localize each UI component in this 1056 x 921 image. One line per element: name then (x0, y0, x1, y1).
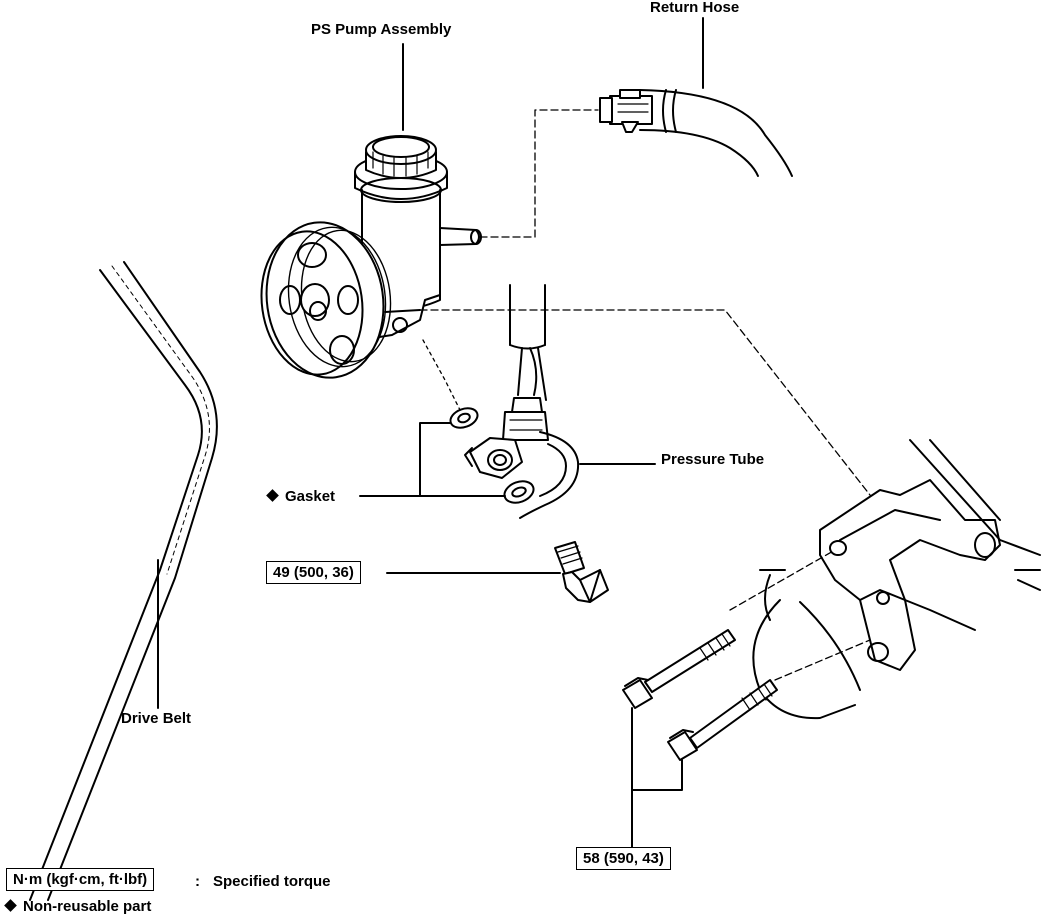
legend-torque-unit: N·m (kgf·cm, ft·lbf) (6, 868, 155, 891)
gasket-label: Gasket (266, 488, 336, 505)
mount-bolt-lower (667, 679, 778, 761)
legend-nonreusable: Non-reusable part (4, 898, 152, 915)
diamond-icon (266, 489, 279, 502)
union-bolt-torque: 49 (500, 36) (266, 561, 361, 584)
gasket-leader (359, 422, 506, 497)
ps-pump-assembly (260, 135, 482, 379)
mount-bolts-leader (631, 707, 683, 849)
ps-pump-assembly-label: PS Pump Assembly (311, 21, 452, 38)
engine-bracket (819, 439, 1041, 671)
pressure-tube-label: Pressure Tube (661, 451, 765, 468)
bolt-path-upper (729, 549, 836, 611)
gasket-lower (503, 480, 535, 504)
legend-separator: : (195, 873, 200, 890)
legend-torque-desc: Specified torque (213, 873, 331, 890)
return-hose (599, 89, 793, 177)
drive-belt (29, 261, 218, 901)
mount-bolt-upper (622, 629, 736, 709)
return-hose-label: Return Hose (650, 0, 740, 16)
legend-nonreusable-text: Non-reusable part (23, 898, 152, 915)
gasket-alignment-path (422, 339, 461, 411)
bolt-path-lower (774, 639, 871, 681)
return-hose-path (479, 109, 599, 238)
gasket-upper (449, 407, 479, 429)
drive-belt-label: Drive Belt (121, 710, 192, 727)
gasket-text: Gasket (285, 488, 336, 505)
pump-mount-path (419, 309, 871, 496)
diamond-icon (4, 899, 17, 912)
union-bolt (554, 541, 609, 603)
pressure-tube (464, 284, 580, 519)
mount-bolts-torque: 58 (590, 43) (576, 847, 671, 870)
